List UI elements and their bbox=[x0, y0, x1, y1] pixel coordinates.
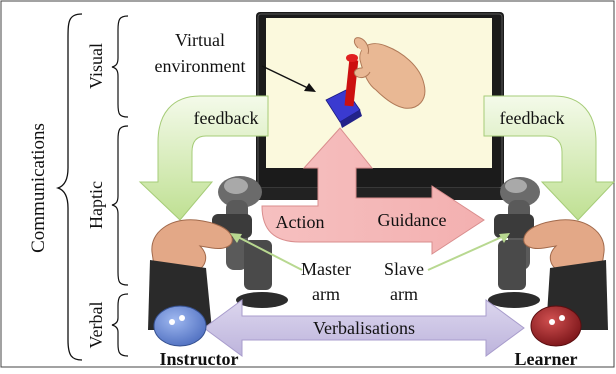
haptic-brace bbox=[111, 125, 129, 286]
feedback-arrow-right bbox=[483, 95, 616, 221]
virtual-env-pointer bbox=[261, 65, 313, 91]
master-arm-device bbox=[212, 176, 288, 308]
visual-label: Visual bbox=[86, 43, 106, 89]
master-arm-pointer bbox=[235, 235, 303, 271]
feedback-left-label: feedback bbox=[194, 108, 259, 128]
slave-arm-pointer bbox=[427, 235, 505, 271]
verbalisations-label: Verbalisations bbox=[313, 318, 415, 338]
slave-arm-label-line1: Slave bbox=[384, 259, 424, 279]
monitor bbox=[244, 12, 506, 200]
action-guidance-arrow bbox=[261, 127, 485, 255]
virtual-env-pointer-head bbox=[304, 83, 316, 92]
communications-label: Communications bbox=[28, 123, 49, 253]
action-label: Action bbox=[276, 212, 325, 232]
learner-avatar-icon bbox=[530, 305, 582, 347]
verbal-label: Verbal bbox=[86, 302, 106, 349]
communications-brace bbox=[55, 13, 83, 361]
virtual-environment-label-line1: Virtual bbox=[175, 30, 225, 50]
feedback-arrow-left bbox=[138, 95, 269, 221]
learner-label: Learner bbox=[515, 349, 578, 369]
instructor-label: Instructor bbox=[160, 349, 239, 369]
guidance-label: Guidance bbox=[378, 210, 447, 230]
haptic-label: Haptic bbox=[86, 181, 106, 229]
master-arm-label-line2: arm bbox=[312, 284, 340, 304]
verbal-brace bbox=[111, 293, 129, 357]
master-arm-label-line1: Master bbox=[301, 259, 351, 279]
virtual-environment-label-line2: environment bbox=[155, 56, 246, 76]
feedback-right-label: feedback bbox=[500, 108, 565, 128]
verbalisations-arrow bbox=[203, 299, 525, 357]
slave-arm-device bbox=[488, 177, 540, 308]
virtual-hand-icon bbox=[353, 37, 426, 109]
instructor-avatar-icon bbox=[153, 305, 207, 347]
visual-brace bbox=[111, 15, 129, 118]
slave-arm-label-line2: arm bbox=[390, 284, 418, 304]
